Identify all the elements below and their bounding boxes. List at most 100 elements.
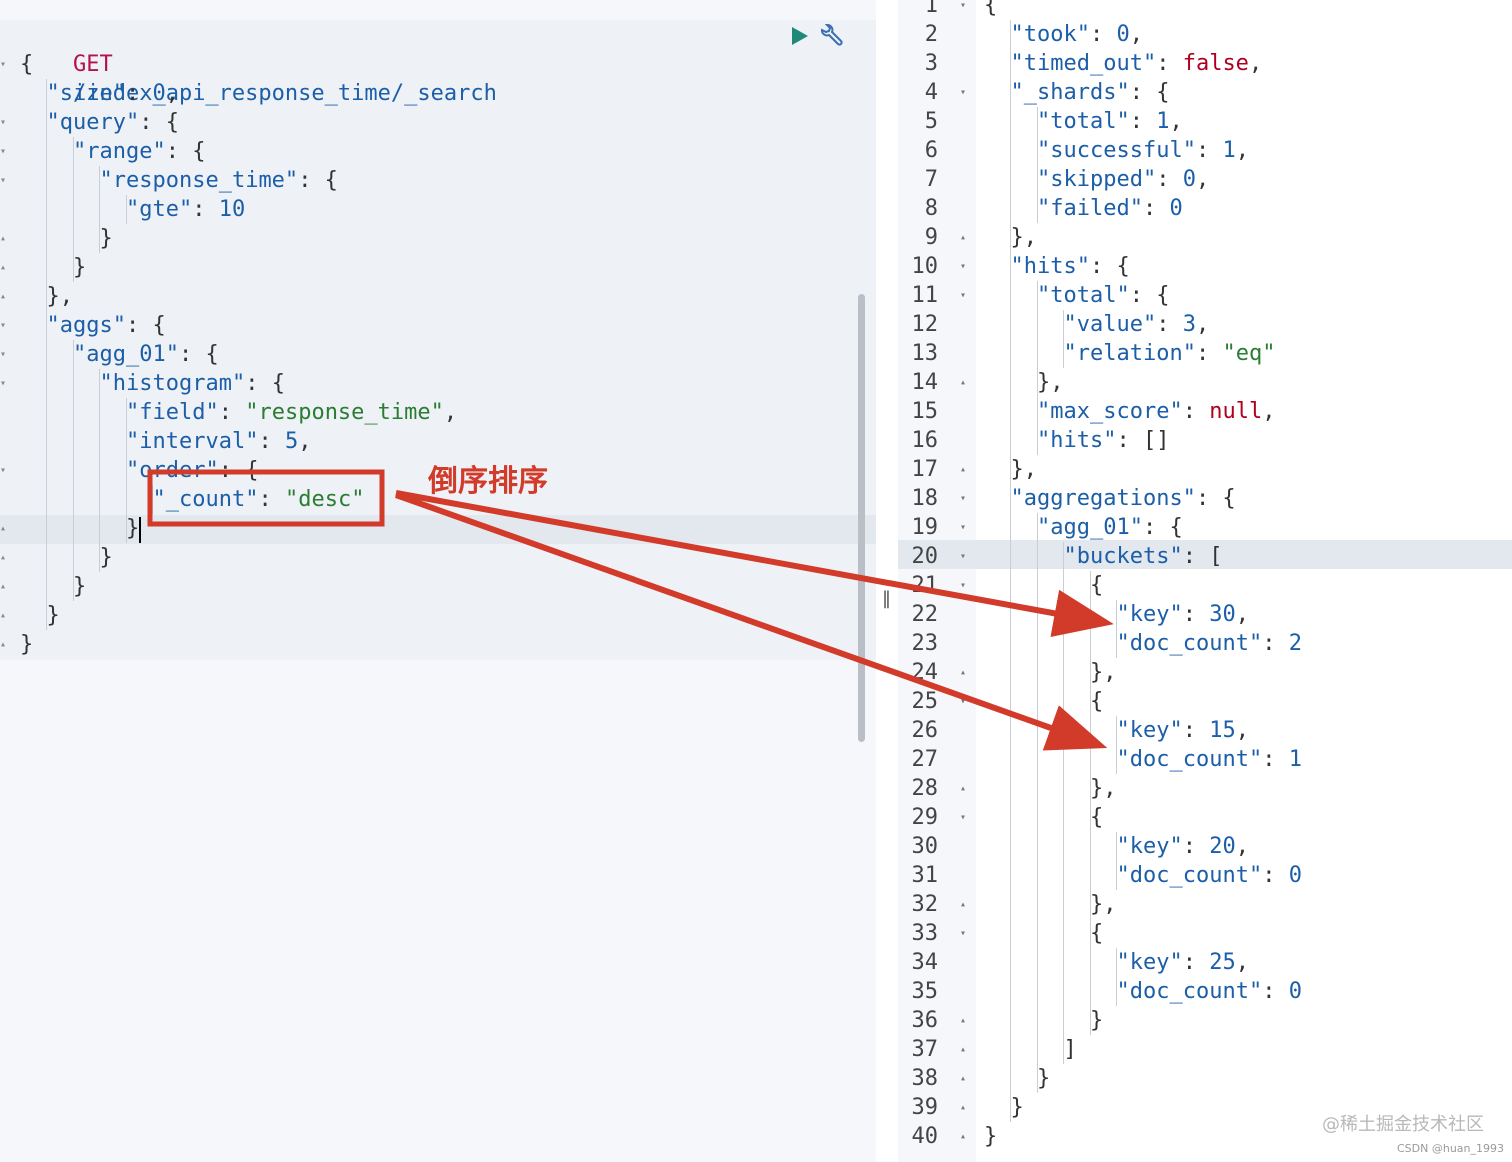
request-code-line[interactable]: "field": "response_time", bbox=[0, 398, 850, 427]
fold-toggle-icon[interactable]: ▴ bbox=[0, 233, 7, 244]
request-code-line[interactable]: ▴} bbox=[0, 514, 850, 543]
fold-toggle-icon[interactable]: ▴ bbox=[960, 899, 967, 910]
fold-toggle-icon[interactable]: ▾ bbox=[960, 812, 967, 823]
request-code-line[interactable]: ▴} bbox=[0, 543, 850, 572]
response-code-line[interactable]: 32▴}, bbox=[898, 890, 1512, 919]
fold-toggle-icon[interactable]: ▴ bbox=[960, 377, 967, 388]
response-code-line[interactable]: 9▴}, bbox=[898, 223, 1512, 252]
wrench-icon[interactable] bbox=[818, 22, 846, 50]
fold-toggle-icon[interactable]: ▴ bbox=[0, 639, 7, 650]
response-code-line[interactable]: 11▾"total": { bbox=[898, 281, 1512, 310]
request-code-line[interactable]: ▴} bbox=[0, 224, 850, 253]
response-code-line[interactable]: 37▴] bbox=[898, 1035, 1512, 1064]
fold-toggle-icon[interactable]: ▾ bbox=[960, 87, 967, 98]
response-code-line[interactable]: 25▾{ bbox=[898, 687, 1512, 716]
fold-toggle-icon[interactable]: ▴ bbox=[0, 291, 7, 302]
fold-toggle-icon[interactable]: ▾ bbox=[960, 493, 967, 504]
request-code-line[interactable]: ▾"agg_01": { bbox=[0, 340, 850, 369]
fold-toggle-icon[interactable]: ▴ bbox=[960, 232, 967, 243]
response-code-line[interactable]: 3"timed_out": false, bbox=[898, 49, 1512, 78]
fold-toggle-icon[interactable]: ▾ bbox=[960, 0, 967, 11]
response-code-line[interactable]: 13"relation": "eq" bbox=[898, 339, 1512, 368]
request-code-line[interactable]: "interval": 5, bbox=[0, 427, 850, 456]
fold-toggle-icon[interactable]: ▾ bbox=[0, 349, 7, 360]
response-code-line[interactable]: 4▾"_shards": { bbox=[898, 78, 1512, 107]
fold-toggle-icon[interactable]: ▾ bbox=[960, 522, 967, 533]
response-code-line[interactable]: 16"hits": [] bbox=[898, 426, 1512, 455]
request-code-line[interactable]: ▴} bbox=[0, 572, 850, 601]
fold-toggle-icon[interactable]: ▴ bbox=[0, 262, 7, 273]
response-code-line[interactable]: 5"total": 1, bbox=[898, 107, 1512, 136]
request-code-line[interactable]: ▾"response_time": { bbox=[0, 166, 850, 195]
response-code-line[interactable]: 15"max_score": null, bbox=[898, 397, 1512, 426]
fold-toggle-icon[interactable]: ▴ bbox=[0, 610, 7, 621]
fold-toggle-icon[interactable]: ▾ bbox=[960, 261, 967, 272]
fold-toggle-icon[interactable]: ▴ bbox=[960, 1044, 967, 1055]
response-code-line[interactable]: 39▴} bbox=[898, 1093, 1512, 1122]
request-code-line[interactable]: ▾"histogram": { bbox=[0, 369, 850, 398]
fold-toggle-icon[interactable]: ▾ bbox=[960, 696, 967, 707]
response-code-line[interactable]: 34"key": 25, bbox=[898, 948, 1512, 977]
response-code-line[interactable]: 30"key": 20, bbox=[898, 832, 1512, 861]
response-code-line[interactable]: 14▴}, bbox=[898, 368, 1512, 397]
fold-toggle-icon[interactable]: ▴ bbox=[960, 1102, 967, 1113]
request-code-line[interactable]: ▾"query": { bbox=[0, 108, 850, 137]
response-code-line[interactable]: 20▾"buckets": [ bbox=[898, 542, 1512, 571]
response-code-line[interactable]: 33▾{ bbox=[898, 919, 1512, 948]
response-code-line[interactable]: 31"doc_count": 0 bbox=[898, 861, 1512, 890]
response-code-line[interactable]: 18▾"aggregations": { bbox=[898, 484, 1512, 513]
response-code-line[interactable]: 23"doc_count": 2 bbox=[898, 629, 1512, 658]
response-code-line[interactable]: 29▾{ bbox=[898, 803, 1512, 832]
fold-toggle-icon[interactable]: ▾ bbox=[0, 175, 7, 186]
response-code-line[interactable]: 22"key": 30, bbox=[898, 600, 1512, 629]
request-code-line[interactable]: ▴} bbox=[0, 253, 850, 282]
response-code-line[interactable]: 17▴}, bbox=[898, 455, 1512, 484]
fold-toggle-icon[interactable]: ▾ bbox=[0, 117, 7, 128]
fold-toggle-icon[interactable]: ▴ bbox=[960, 1073, 967, 1084]
response-code-line[interactable]: 40▴} bbox=[898, 1122, 1512, 1151]
response-code-line[interactable]: 26"key": 15, bbox=[898, 716, 1512, 745]
fold-toggle-icon[interactable]: ▾ bbox=[0, 465, 7, 476]
fold-toggle-icon[interactable]: ▴ bbox=[960, 1131, 967, 1142]
fold-toggle-icon[interactable]: ▾ bbox=[960, 928, 967, 939]
request-code-line[interactable]: ▴} bbox=[0, 601, 850, 630]
response-code-line[interactable]: 12"value": 3, bbox=[898, 310, 1512, 339]
fold-toggle-icon[interactable]: ▾ bbox=[0, 146, 7, 157]
response-code-line[interactable]: 36▴} bbox=[898, 1006, 1512, 1035]
request-code-line[interactable]: ▾"aggs": { bbox=[0, 311, 850, 340]
fold-toggle-icon[interactable]: ▴ bbox=[0, 581, 7, 592]
request-code-line[interactable]: "gte": 10 bbox=[0, 195, 850, 224]
response-code-line[interactable]: 35"doc_count": 0 bbox=[898, 977, 1512, 1006]
fold-toggle-icon[interactable]: ▾ bbox=[0, 59, 7, 70]
fold-toggle-icon[interactable]: ▴ bbox=[960, 783, 967, 794]
response-code-line[interactable]: 28▴}, bbox=[898, 774, 1512, 803]
response-code-line[interactable]: 8"failed": 0 bbox=[898, 194, 1512, 223]
vertical-scrollbar[interactable] bbox=[858, 294, 865, 742]
fold-toggle-icon[interactable]: ▾ bbox=[0, 320, 7, 331]
fold-toggle-icon[interactable]: ▾ bbox=[960, 551, 967, 562]
request-code-line[interactable]: ▾{ bbox=[0, 50, 850, 79]
request-code-line[interactable]: "size": 0, bbox=[0, 79, 850, 108]
response-code-line[interactable]: 2"took": 0, bbox=[898, 20, 1512, 49]
fold-toggle-icon[interactable]: ▾ bbox=[0, 378, 7, 389]
fold-toggle-icon[interactable]: ▴ bbox=[0, 523, 7, 534]
response-code-line[interactable]: 7"skipped": 0, bbox=[898, 165, 1512, 194]
request-code-line[interactable]: ▾"range": { bbox=[0, 137, 850, 166]
fold-toggle-icon[interactable]: ▾ bbox=[960, 580, 967, 591]
response-code-line[interactable]: 19▾"agg_01": { bbox=[898, 513, 1512, 542]
fold-toggle-icon[interactable]: ▴ bbox=[960, 1015, 967, 1026]
fold-toggle-icon[interactable]: ▴ bbox=[0, 552, 7, 563]
play-icon[interactable] bbox=[789, 24, 811, 48]
response-code-line[interactable]: 27"doc_count": 1 bbox=[898, 745, 1512, 774]
request-code-line[interactable]: ▴}, bbox=[0, 282, 850, 311]
response-code-line[interactable]: 38▴} bbox=[898, 1064, 1512, 1093]
request-code-line[interactable]: ▴} bbox=[0, 630, 850, 659]
request-code-line[interactable]: "_count": "desc" bbox=[0, 485, 850, 514]
response-code-line[interactable]: 10▾"hits": { bbox=[898, 252, 1512, 281]
fold-toggle-icon[interactable]: ▴ bbox=[960, 464, 967, 475]
request-line[interactable]: GET /index_api_response_time/_search bbox=[20, 21, 497, 106]
response-code-line[interactable]: 1▾{ bbox=[898, 0, 1512, 20]
response-code-line[interactable]: 6"successful": 1, bbox=[898, 136, 1512, 165]
fold-toggle-icon[interactable]: ▴ bbox=[960, 667, 967, 678]
splitter-handle-icon[interactable]: ‖ bbox=[882, 588, 891, 609]
